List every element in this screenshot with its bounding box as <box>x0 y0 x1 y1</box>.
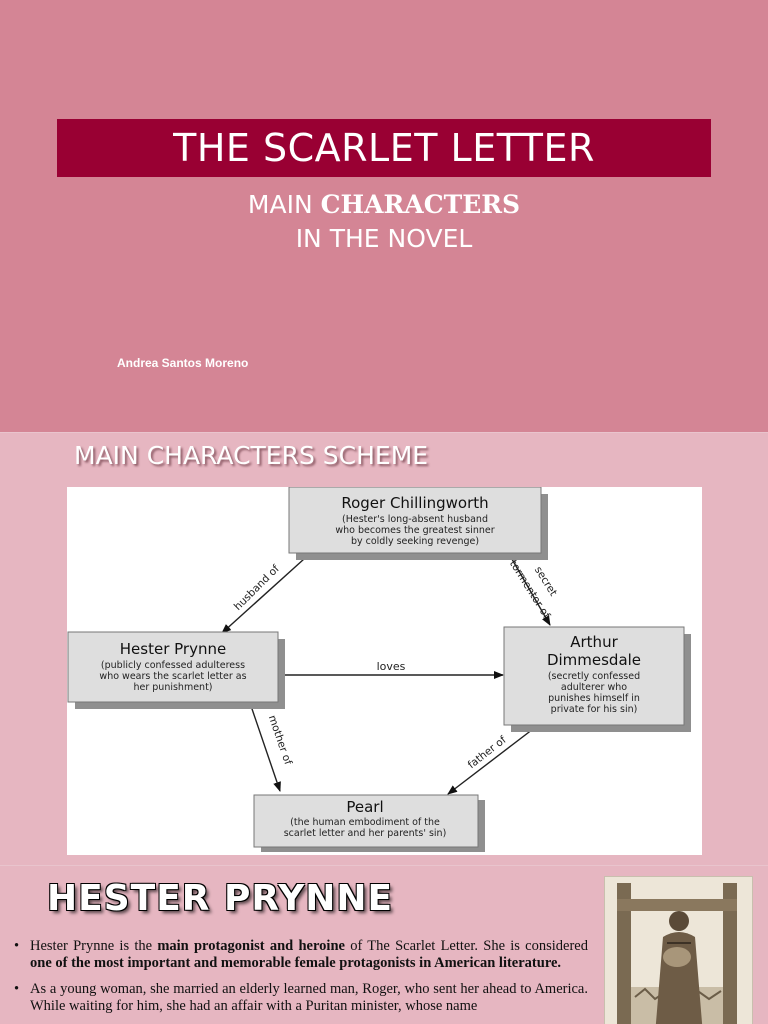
hester-desc-1: (publicly confessed adulteress <box>101 660 245 671</box>
bullet-dot-icon: • <box>14 938 20 954</box>
edge-husband-of <box>221 558 305 634</box>
arthur-name-2: Dimmesdale <box>547 651 641 669</box>
pearl-desc-2: scarlet letter and her parents' sin) <box>284 828 447 839</box>
arthur-desc-2: adulterer who <box>561 682 627 693</box>
subtitle-line2: IN THE NOVEL <box>295 224 473 253</box>
node-roger-chillingworth: Roger Chillingworth (Hester's long-absen… <box>288 487 548 560</box>
slide-title: THE SCARLET LETTER <box>173 126 595 170</box>
title-banner: THE SCARLET LETTER <box>57 119 711 177</box>
roger-desc-1: (Hester's long-absent husband <box>342 514 488 525</box>
label-mother-of: mother of <box>266 714 294 767</box>
diagram-svg: husband of secret tormentor of loves mot… <box>67 487 691 852</box>
arthur-desc-1: (secretly confessed <box>548 671 640 682</box>
engraving-illustration <box>605 877 752 1024</box>
label-husband-of: husband of <box>232 563 282 613</box>
bullet-text: Hester Prynne is the main protagonist an… <box>30 938 588 972</box>
subtitle-characters: CHARACTERS <box>320 190 521 219</box>
subtitle-main: MAIN <box>247 190 313 219</box>
title-slide: THE SCARLET LETTER MAIN CHARACTERS IN TH… <box>0 0 768 432</box>
bullet-text: As a young woman, she married an elderly… <box>30 981 588 1014</box>
scheme-slide: MAIN CHARACTERS SCHEME husband of secret… <box>0 433 768 865</box>
pearl-desc-1: (the human embodiment of the <box>290 817 440 828</box>
node-arthur-dimmesdale: Arthur Dimmesdale (secretly confessed ad… <box>503 626 691 732</box>
bullet1-bold-2: one of the most important and memorable … <box>30 955 562 971</box>
arthur-desc-4: private for his sin) <box>551 704 638 715</box>
edge-father-of <box>447 725 538 795</box>
slide-subtitle: MAIN CHARACTERS IN THE NOVEL <box>0 188 768 256</box>
node-hester-prynne: Hester Prynne (publicly confessed adulte… <box>67 631 285 709</box>
scheme-heading: MAIN CHARACTERS SCHEME <box>74 441 429 470</box>
roger-desc-3: by coldly seeking revenge) <box>351 536 479 547</box>
bullet1-text-1: Hester Prynne is the <box>30 938 158 954</box>
roger-name: Roger Chillingworth <box>341 494 488 512</box>
bullet-dot-icon: • <box>14 981 20 997</box>
arthur-name-1: Arthur <box>570 633 618 651</box>
hester-desc-2: who wears the scarlet letter as <box>99 671 246 682</box>
hester-name: Hester Prynne <box>120 640 226 658</box>
node-pearl: Pearl (the human embodiment of the scarl… <box>253 794 485 852</box>
arthur-desc-3: punishes himself in <box>548 693 640 704</box>
character-diagram: husband of secret tormentor of loves mot… <box>67 487 702 855</box>
author-name: Andrea Santos Moreno <box>117 356 249 370</box>
hester-portrait-image <box>604 876 753 1024</box>
list-item: • Hester Prynne is the main protagonist … <box>14 938 588 972</box>
bullet1-text-2: of The Scarlet Letter. She is considered <box>344 938 588 954</box>
bullet-list: • Hester Prynne is the main protagonist … <box>14 938 588 1024</box>
label-loves: loves <box>377 660 406 673</box>
edge-mother-of <box>249 702 281 792</box>
edge-secret-tormentor <box>508 553 551 626</box>
list-item: • As a young woman, she married an elder… <box>14 981 588 1015</box>
pearl-name: Pearl <box>346 798 383 816</box>
bullet1-bold-1: main protagonist and heroine <box>157 938 345 954</box>
hester-heading: HESTER PRYNNE <box>47 878 394 919</box>
roger-desc-2: who becomes the greatest sinner <box>335 525 494 536</box>
hester-desc-3: her punishment) <box>133 682 212 693</box>
hester-slide: HESTER PRYNNE • Hester Prynne is the mai… <box>0 866 768 1024</box>
